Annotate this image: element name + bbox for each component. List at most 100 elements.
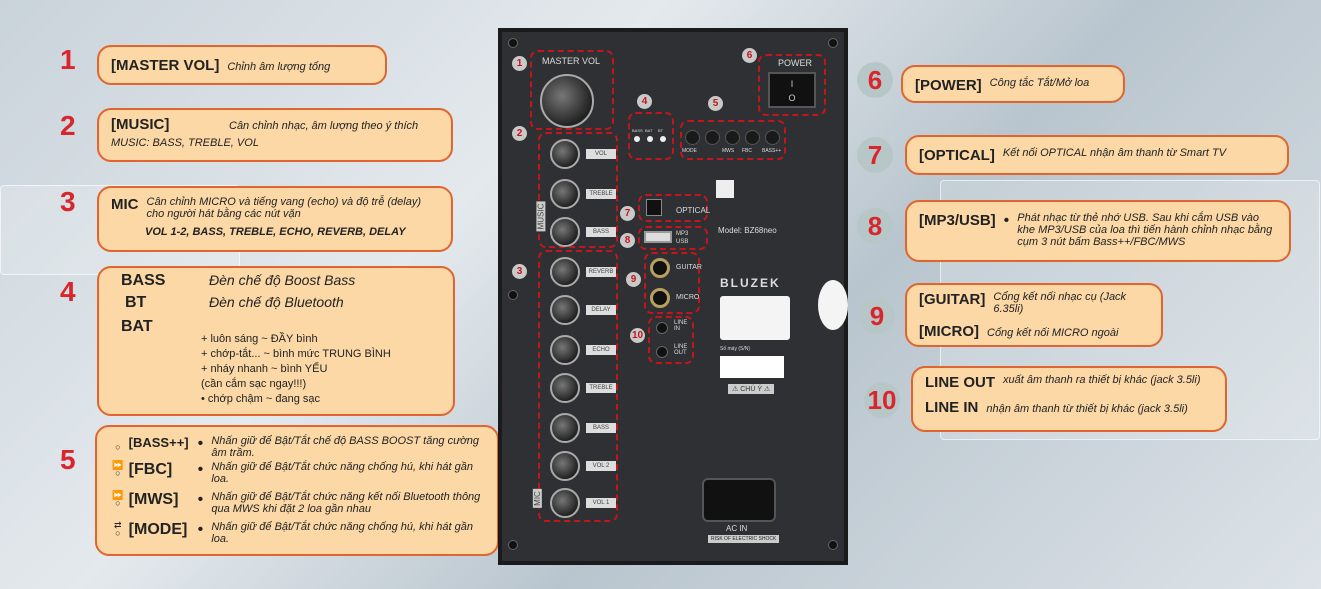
micro-label: MICRO bbox=[676, 294, 700, 301]
callout-title: LINE OUT bbox=[925, 374, 995, 391]
marker-2: 2 bbox=[512, 126, 527, 141]
master-vol-knob[interactable] bbox=[540, 74, 594, 128]
indicator-led bbox=[634, 136, 640, 142]
music-knob[interactable] bbox=[550, 217, 580, 247]
callout-title: [MUSIC] bbox=[111, 116, 170, 133]
bat-status-line: + nháy nhanh ~ bình YẾU bbox=[201, 363, 328, 375]
marker-6: 6 bbox=[742, 48, 757, 63]
number-3: 3 bbox=[60, 186, 76, 217]
guitar-label: GUITAR bbox=[676, 264, 702, 271]
callout-sub: VOL 1-2, BASS, TREBLE, ECHO, REVERB, DEL… bbox=[145, 226, 406, 238]
mic-knob-label: VOL 2 bbox=[586, 461, 616, 471]
button-desc: Nhấn giữ để Bật/Tắt chức năng chống hú, … bbox=[211, 521, 473, 545]
zone-4 bbox=[628, 112, 674, 160]
mic-knob[interactable] bbox=[550, 295, 580, 325]
micro-jack[interactable] bbox=[650, 288, 670, 308]
control-button[interactable] bbox=[685, 130, 700, 145]
mic-knob[interactable] bbox=[550, 257, 580, 287]
mic-knob-label: ECHO bbox=[586, 345, 616, 355]
mic-knob-label: DELAY bbox=[586, 305, 616, 315]
button-name: [MWS] bbox=[128, 491, 179, 508]
line-in-jack[interactable] bbox=[656, 322, 668, 334]
led-label: BASS bbox=[632, 128, 643, 133]
mic-knob[interactable] bbox=[550, 488, 580, 518]
bullet: • bbox=[197, 521, 204, 538]
music-label: MUSIC bbox=[536, 201, 546, 232]
label-sticker bbox=[720, 296, 790, 340]
optical-port[interactable] bbox=[646, 199, 662, 216]
control-button[interactable] bbox=[745, 130, 760, 145]
callout-9: [GUITAR]Cổng kết nối nhạc cụ (Jack 6.35l… bbox=[905, 283, 1163, 347]
callout-desc: Cân chỉnh MICRO và tiếng vang (echo) và … bbox=[146, 196, 422, 220]
button-desc: Nhấn giữ để Bật/Tắt chức năng chống hú, … bbox=[211, 461, 473, 485]
callout-8: [MP3/USB]•Phát nhạc từ thẻ nhớ USB. Sau … bbox=[905, 200, 1291, 262]
number-9: 9 bbox=[859, 298, 895, 334]
mic-label: MIC bbox=[532, 489, 542, 508]
bullet: • bbox=[197, 435, 204, 452]
button-name: [MODE] bbox=[128, 521, 188, 538]
callout-buttons: ○ [BASS++] • Nhấn giữ để Bật/Tắt chế độ … bbox=[95, 425, 499, 556]
mic-knob[interactable] bbox=[550, 335, 580, 365]
callout-desc: Cân chỉnh nhạc, âm lượng theo ý thích bbox=[229, 120, 419, 132]
switch-off-mark: O bbox=[788, 93, 796, 103]
model-label: Model: BZ68neo bbox=[718, 226, 777, 235]
control-button[interactable] bbox=[725, 130, 740, 145]
ac-inlet[interactable] bbox=[702, 478, 776, 522]
zone-3 bbox=[538, 250, 618, 522]
callout-sub: MUSIC: BASS, TREBLE, VOL bbox=[111, 137, 259, 149]
callout-desc: Phát nhạc từ thẻ nhớ USB. Sau khi cắm US… bbox=[1017, 212, 1273, 248]
callout-desc: Công tắc Tắt/Mở loa bbox=[989, 77, 1090, 89]
led-bt-desc: Đèn chế độ Bluetooth bbox=[209, 294, 344, 310]
mic-knob[interactable] bbox=[550, 451, 580, 481]
marker-9: 9 bbox=[626, 272, 641, 287]
callout-title: [GUITAR] bbox=[919, 291, 986, 308]
control-button[interactable] bbox=[705, 130, 720, 145]
zone-10 bbox=[648, 316, 694, 364]
callout-title: [POWER] bbox=[915, 77, 982, 94]
sticker bbox=[716, 180, 734, 198]
bat-status-line: + luôn sáng ~ ĐẦY bình bbox=[201, 333, 318, 345]
usb-label: MP3 USB bbox=[676, 231, 689, 245]
mic-knob[interactable] bbox=[550, 413, 580, 443]
number-8: 8 bbox=[857, 208, 893, 244]
callout-title: [MICRO] bbox=[919, 323, 979, 340]
line-in-label: LINE IN bbox=[674, 320, 688, 332]
number-10: 10 bbox=[864, 382, 900, 418]
callout-title: [MP3/USB] bbox=[919, 212, 996, 229]
indicator-led bbox=[647, 136, 653, 142]
mic-knob[interactable] bbox=[550, 373, 580, 403]
number-7: 7 bbox=[857, 137, 893, 173]
number-2: 2 bbox=[60, 110, 76, 141]
button-name: [BASS++] bbox=[128, 435, 189, 450]
indicator-led bbox=[660, 136, 666, 142]
music-knob-label: TREBLE bbox=[586, 189, 616, 199]
control-button[interactable] bbox=[765, 130, 780, 145]
mic-knob-label: TREBLE bbox=[586, 383, 616, 393]
marker-10: 10 bbox=[630, 328, 645, 343]
music-knob[interactable] bbox=[550, 179, 580, 209]
usb-port[interactable] bbox=[644, 231, 672, 243]
guitar-jack[interactable] bbox=[650, 258, 670, 278]
callout-desc: Chỉnh âm lượng tổng bbox=[227, 61, 331, 73]
bat-status-line: + chớp-tắt... ~ bình mức TRUNG BÌNH bbox=[201, 348, 391, 360]
bullet: • bbox=[197, 491, 204, 508]
callout-master-vol: [MASTER VOL] Chỉnh âm lượng tổng bbox=[97, 45, 387, 85]
led-label: BT bbox=[658, 128, 664, 133]
brand-label: BLUZEK bbox=[720, 276, 781, 290]
zone-7 bbox=[638, 194, 708, 222]
callout-desc: nhận âm thanh từ thiết bị khác (jack 3.5… bbox=[986, 403, 1188, 415]
control-button-label: MODE bbox=[682, 148, 697, 154]
mic-knob-label: VOL 1 bbox=[586, 498, 616, 508]
callout-6: [POWER] Công tắc Tắt/Mở loa bbox=[901, 65, 1125, 103]
zone-8 bbox=[638, 226, 708, 250]
callout-title: [MASTER VOL] bbox=[111, 57, 220, 74]
serial-label: Số máy (S/N) bbox=[720, 346, 751, 352]
line-out-jack[interactable] bbox=[656, 346, 668, 358]
button-desc: Nhấn giữ để Bật/Tắt chế độ BASS BOOST tă… bbox=[211, 435, 479, 459]
music-knob[interactable] bbox=[550, 139, 580, 169]
bat-status-list: + luôn sáng ~ ĐẦY bình + chớp-tắt... ~ bì… bbox=[201, 332, 431, 407]
number-4: 4 bbox=[60, 276, 76, 307]
